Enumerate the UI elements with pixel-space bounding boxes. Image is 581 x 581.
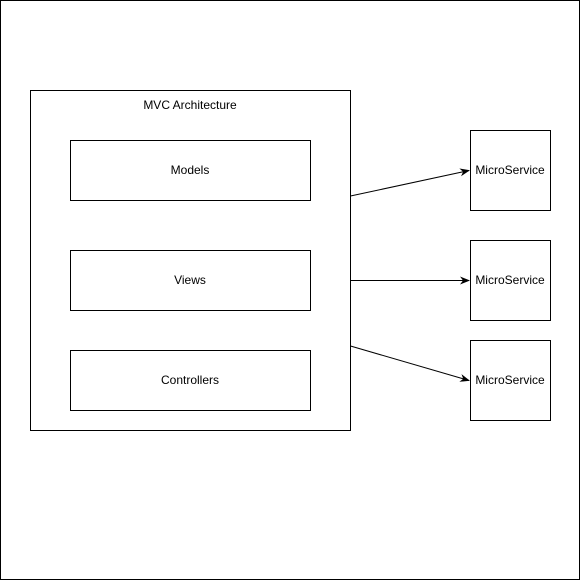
arrow-to-microservice-3[interactable]: [350, 345, 470, 382]
models-rect: [70, 140, 311, 201]
arrow-to-microservice-1[interactable]: [350, 168, 470, 197]
models-label: Models: [171, 163, 210, 177]
controllers-rect: [70, 350, 311, 411]
microservice-box-3[interactable]: MicroService: [470, 340, 551, 421]
views-box[interactable]: Views: [70, 250, 311, 311]
views-rect: [70, 250, 311, 311]
microservice-label-2: MicroService: [475, 273, 545, 287]
microservice-rect-2: [470, 240, 551, 321]
microservice-box-2[interactable]: MicroService: [470, 240, 551, 321]
microservice-label-1: MicroService: [475, 163, 545, 177]
controllers-label: Controllers: [161, 373, 219, 387]
controllers-box[interactable]: Controllers: [70, 350, 311, 411]
mvc-container-title: MVC Architecture: [143, 98, 237, 112]
microservice-rect-1: [470, 130, 551, 211]
microservice-box-1[interactable]: MicroService: [470, 130, 551, 211]
views-label: Views: [174, 273, 206, 287]
microservice-label-3: MicroService: [475, 373, 545, 387]
models-box[interactable]: Models: [70, 140, 311, 201]
microservice-rect-3: [470, 340, 551, 421]
